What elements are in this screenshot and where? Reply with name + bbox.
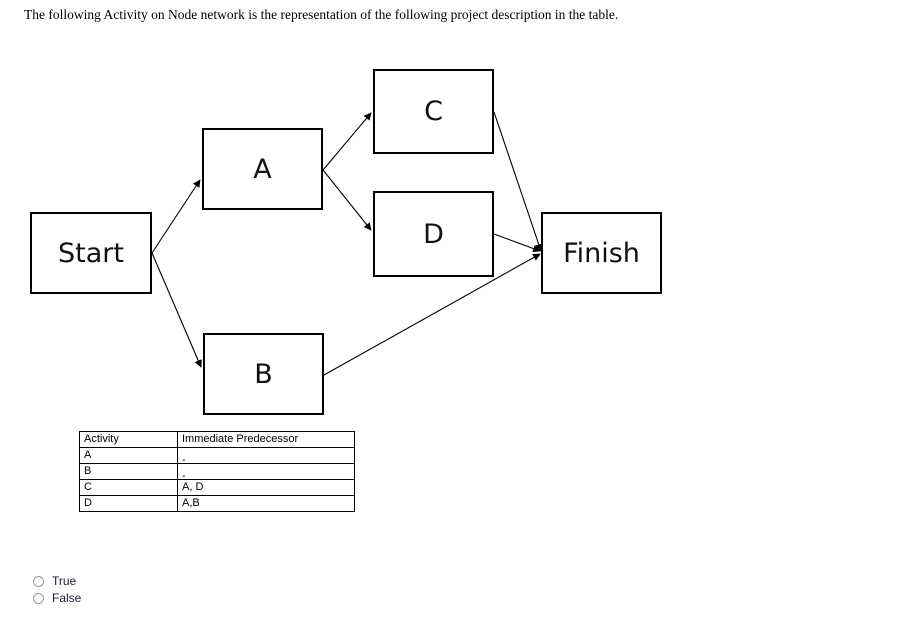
node-c-label: C xyxy=(424,96,443,127)
edge-a-to-d xyxy=(322,169,372,231)
cell-predecessor: - xyxy=(177,447,355,466)
node-start: Start xyxy=(30,212,152,294)
cell-activity: A xyxy=(79,447,178,464)
node-d: D xyxy=(373,191,494,277)
column-header-predecessor: Immediate Predecessor xyxy=(177,431,355,448)
activity-on-node-diagram: Start A B C D Finish xyxy=(0,40,902,430)
node-b-label: B xyxy=(254,358,273,390)
edge-d-to-finish xyxy=(493,233,541,253)
node-b: B xyxy=(203,333,324,415)
cell-predecessor: A, D xyxy=(177,479,355,496)
node-finish: Finish xyxy=(541,212,662,294)
table-row: C A, D xyxy=(79,479,355,496)
diagram-edges xyxy=(151,111,543,376)
answer-options: True False xyxy=(33,573,81,607)
table-row: D A,B xyxy=(79,495,355,512)
question-prompt: The following Activity on Node network i… xyxy=(24,7,619,22)
node-c: C xyxy=(373,69,494,154)
node-a: A xyxy=(202,128,323,210)
cell-predecessor: - xyxy=(177,463,355,482)
node-d-label: D xyxy=(423,218,444,250)
cell-activity: D xyxy=(79,495,178,512)
option-false-label: False xyxy=(52,591,82,605)
option-false[interactable]: False xyxy=(33,590,81,607)
predecessor-table: Activity Immediate Predecessor A - B - C… xyxy=(79,431,355,512)
table-row: A - xyxy=(79,447,355,466)
cell-predecessor-value: - xyxy=(182,470,186,482)
cell-predecessor-value: - xyxy=(182,454,186,466)
cell-activity: B xyxy=(79,463,178,480)
radio-button-false-icon[interactable] xyxy=(33,593,44,604)
column-header-activity: Activity xyxy=(79,431,178,448)
cell-activity: C xyxy=(79,479,178,496)
edge-c-to-finish xyxy=(493,111,543,252)
edge-start-to-a xyxy=(151,179,201,254)
node-start-label: Start xyxy=(58,237,124,269)
edge-a-to-c xyxy=(322,112,372,171)
node-a-label: A xyxy=(253,153,272,185)
option-true-label: True xyxy=(52,574,77,588)
edge-start-to-b xyxy=(151,252,202,368)
edge-b-to-finish xyxy=(323,253,541,376)
table-header-row: Activity Immediate Predecessor xyxy=(79,431,355,448)
cell-predecessor: A,B xyxy=(177,495,355,512)
option-true[interactable]: True xyxy=(33,573,81,590)
node-finish-label: Finish xyxy=(563,237,640,269)
radio-button-true-icon[interactable] xyxy=(33,576,44,587)
table-row: B - xyxy=(79,463,355,482)
